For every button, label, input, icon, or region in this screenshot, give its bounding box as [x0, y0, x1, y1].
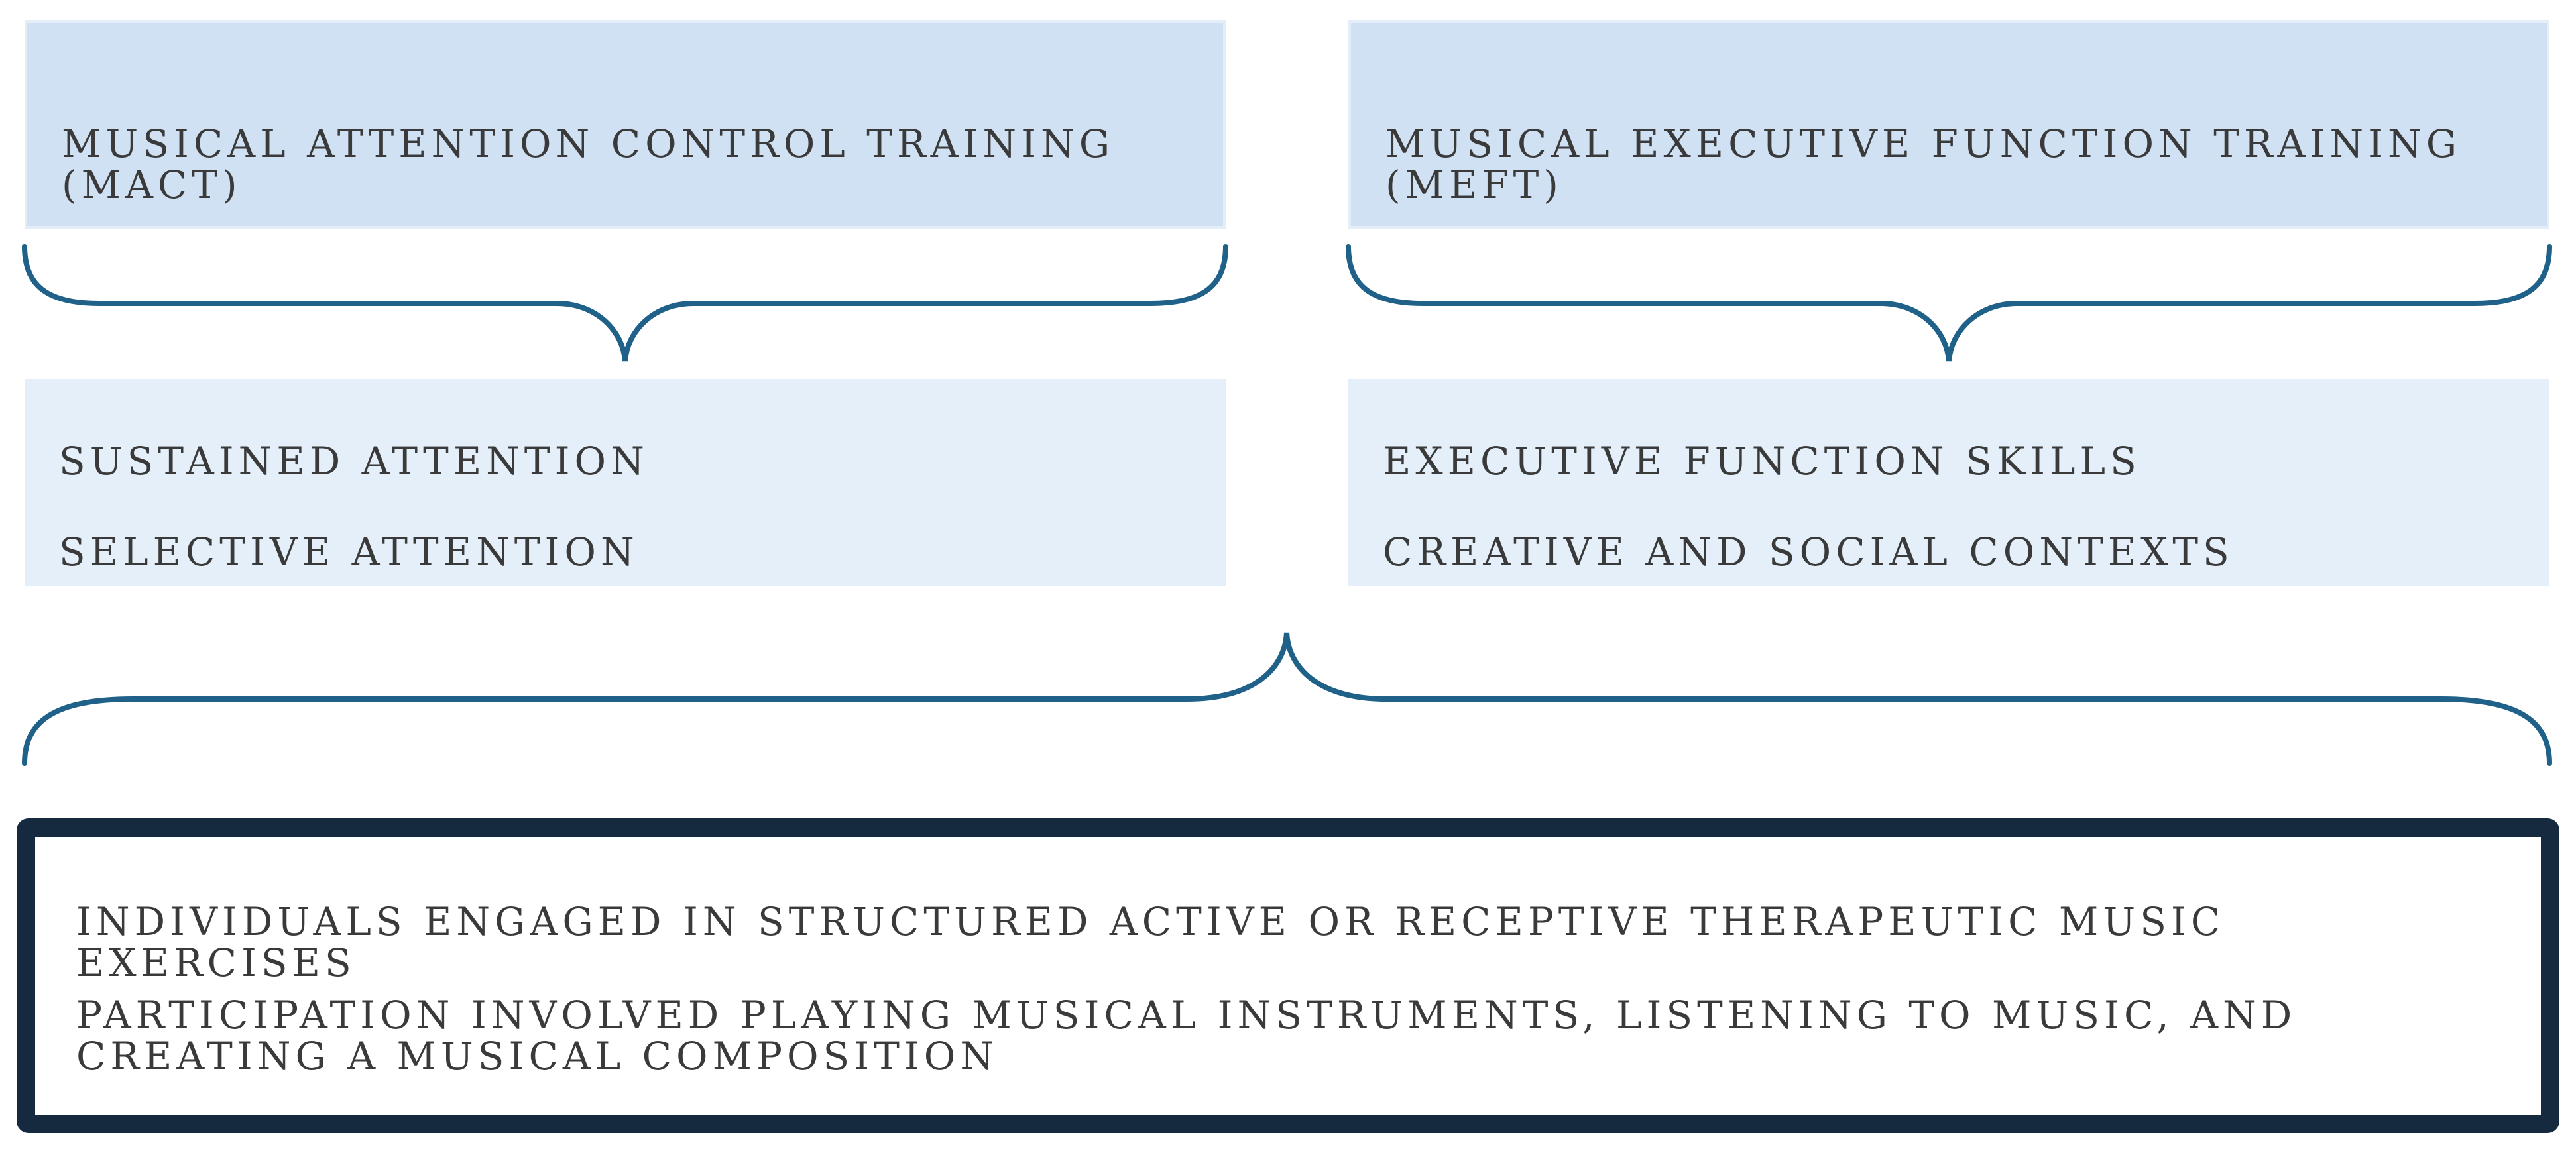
left-curly-brace — [22, 244, 1228, 362]
mact-details-box: SUSTAINED ATTENTION SELECTIVE ATTENTION — [25, 379, 1226, 586]
mact-title-box: MUSICAL ATTENTION CONTROL TRAINING (MACT… — [25, 20, 1226, 229]
right-curly-brace — [1346, 244, 2552, 362]
mact-detail-sustained: SUSTAINED ATTENTION — [59, 439, 649, 484]
meft-detail-executive: EXECUTIVE FUNCTION SKILLS — [1383, 439, 2141, 484]
mact-detail-selective: SELECTIVE ATTENTION — [59, 529, 639, 574]
outcome-line-participation: PARTICIPATION INVOLVED PLAYING MUSICAL I… — [76, 993, 2297, 1079]
meft-detail-creative: CREATIVE AND SOCIAL CONTEXTS — [1383, 529, 2234, 574]
bottom-curly-brace — [22, 632, 2552, 766]
mact-title: MUSICAL ATTENTION CONTROL TRAINING (MACT… — [62, 121, 1115, 207]
meft-title-box: MUSICAL EXECUTIVE FUNCTION TRAINING (MEF… — [1348, 20, 2549, 229]
outcome-box: INDIVIDUALS ENGAGED IN STRUCTURED ACTIVE… — [17, 818, 2559, 1133]
meft-details-box: EXECUTIVE FUNCTION SKILLS CREATIVE AND S… — [1348, 379, 2549, 586]
outcome-line-engaged: INDIVIDUALS ENGAGED IN STRUCTURED ACTIVE… — [76, 899, 2225, 985]
meft-title: MUSICAL EXECUTIVE FUNCTION TRAINING (MEF… — [1385, 121, 2462, 207]
